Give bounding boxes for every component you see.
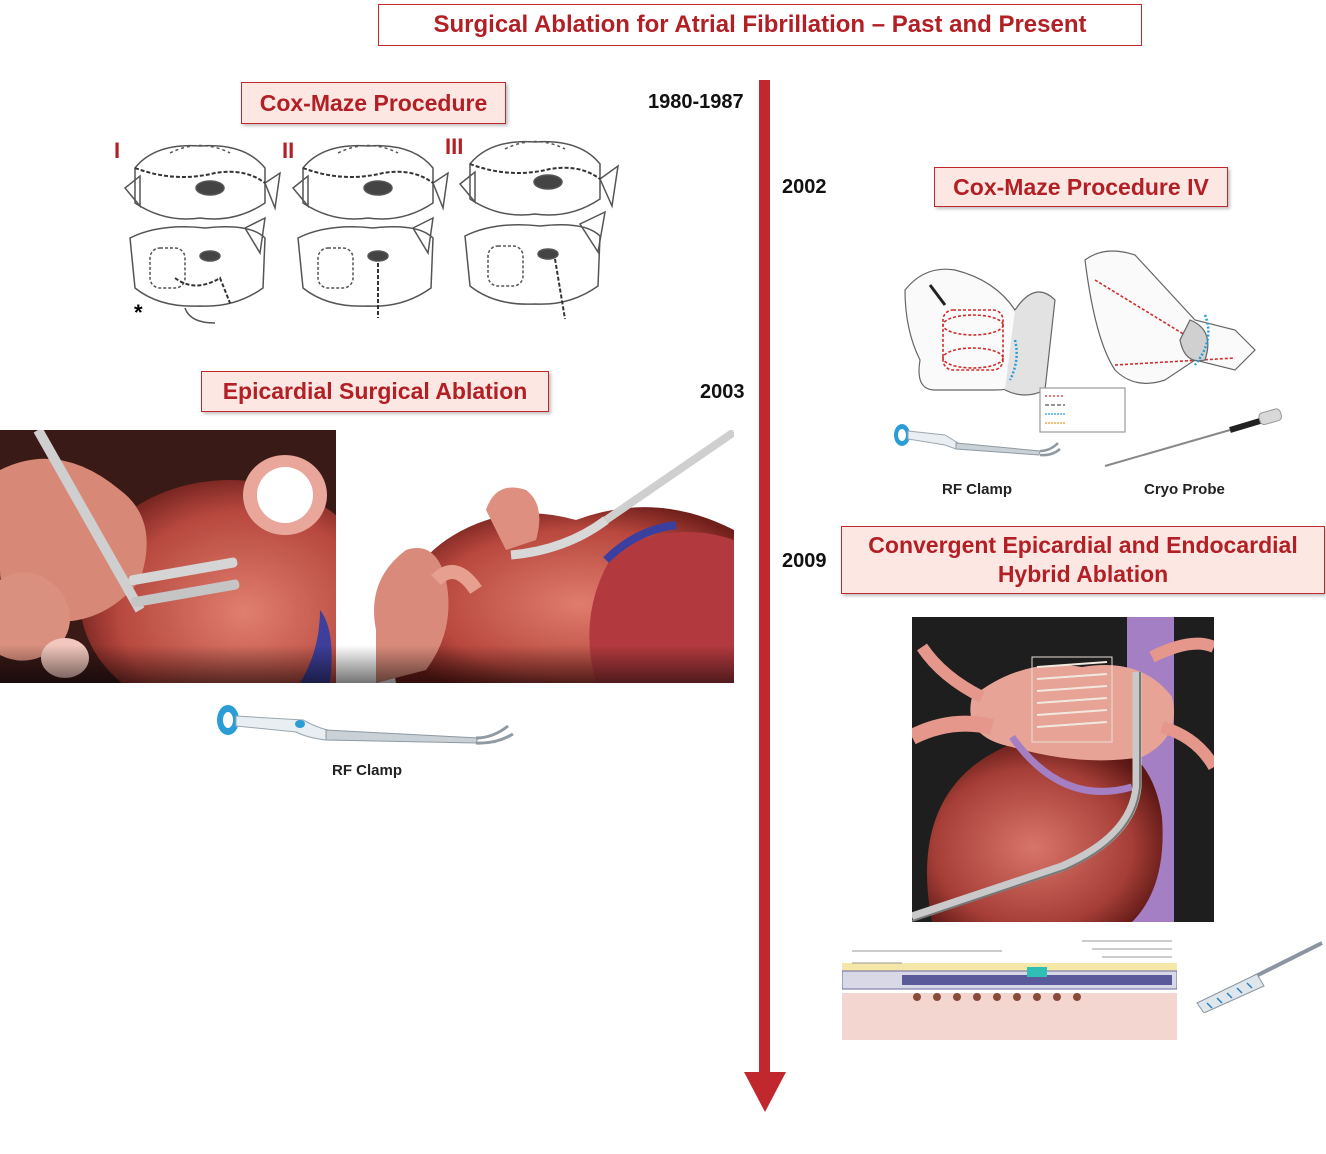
convergent-device-icon [1196, 941, 1323, 1013]
epicardial-heart-image-right [336, 430, 734, 683]
maze-diagram-iii [458, 140, 620, 320]
year-2003: 2003 [700, 381, 745, 403]
epicardial-rf-clamp-caption: RF Clamp [332, 762, 403, 779]
epicardial-label: Epicardial Surgical Ablation [201, 371, 549, 412]
cox-maze-iv-rf-clamp-caption: RF Clamp [942, 481, 1013, 498]
rf-clamp-device-icon [217, 705, 514, 745]
maze-diagram-ii [291, 144, 449, 318]
maze-diagram-i [123, 144, 281, 324]
cryo-probe-caption: Cryo Probe [1144, 481, 1225, 498]
convergent-label-line1: Convergent Epicardial and Endocardial [868, 532, 1298, 558]
convergent-heart-image [912, 617, 1214, 922]
asterisk-mark: * [134, 300, 143, 325]
year-2002: 2002 [782, 176, 827, 198]
numeral-i: I [114, 138, 121, 163]
epicardial-heart-image-left [0, 430, 336, 683]
cryo-probe-icon [1104, 408, 1283, 467]
year-2009: 2009 [782, 550, 827, 572]
convergent-device-cross-section [842, 940, 1177, 1040]
numeral-ii: II [282, 138, 295, 163]
year-1980-1987: 1980-1987 [648, 91, 744, 113]
cox-maze-iv-label: Cox-Maze Procedure IV [934, 167, 1228, 207]
numeral-iii: III [445, 134, 464, 159]
timeline-arrow [744, 80, 786, 1112]
convergent-label-line2: Hybrid Ablation [997, 561, 1169, 587]
page-title: Surgical Ablation for Atrial Fibrillatio… [378, 4, 1142, 46]
cox-maze-iv-lesion-diagram [904, 250, 1256, 433]
convergent-label: Convergent Epicardial and Endocardial Hy… [841, 526, 1325, 594]
cox-maze-label: Cox-Maze Procedure [241, 82, 506, 124]
cox-maze-iv-rf-clamp-icon [894, 424, 1061, 457]
